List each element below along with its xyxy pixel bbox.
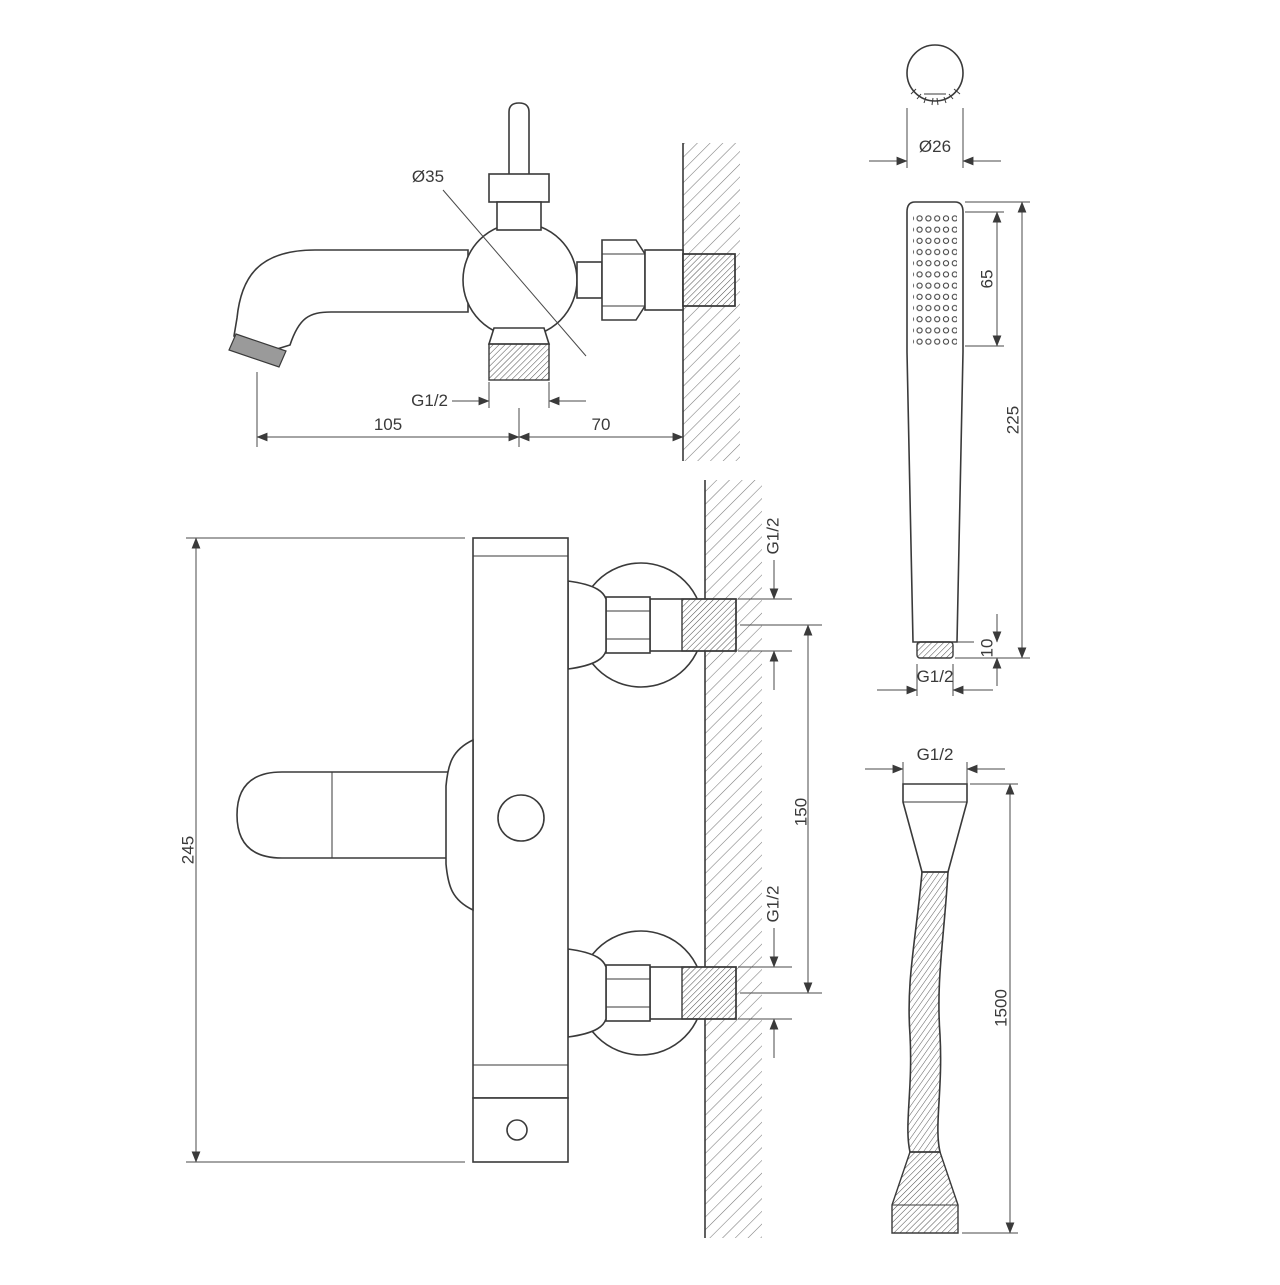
handshower-outlet — [916, 641, 954, 659]
hose-flex-tube — [907, 871, 949, 1153]
dim-inlet-spacing: 150 — [791, 798, 810, 826]
dim-head-diameter-group: Ø26 — [869, 108, 1001, 168]
dim-total-length-group: 225 — [955, 201, 1030, 659]
dim-handshower-thread: G1/2 — [917, 667, 954, 686]
dim-hose-thread: G1/2 — [917, 745, 954, 764]
hose-top-fitting — [902, 783, 968, 873]
dim-spacing-group: 150 — [740, 624, 822, 994]
dim-mixer-height: 245 — [178, 836, 197, 864]
dim-outlet-thread-group: G1/2 — [411, 382, 586, 410]
dim-hose-length-group: 1500 — [962, 783, 1018, 1234]
dim-spout-length: 105 — [374, 415, 402, 434]
dim-spray-face-length: 65 — [977, 270, 996, 289]
mixer-front-view: 245 G1/2 150 G1/2 — [178, 480, 822, 1238]
lever-handle-side — [488, 102, 550, 231]
drain-screw — [506, 1119, 528, 1141]
dim-spray-length-group: 65 — [965, 211, 1004, 347]
dim-bottom-inlet-thread: G1/2 — [763, 886, 782, 923]
spout-side-view: Ø35 G1/2 105 70 — [228, 102, 740, 461]
dim-spout-diameter-group: Ø35 — [412, 167, 587, 357]
wall-section-front — [704, 480, 762, 1238]
dim-outlet-height: 10 — [977, 639, 996, 658]
wall-union-side — [576, 239, 736, 321]
dim-height-group: 245 — [178, 537, 465, 1163]
bottom-inlet-connection — [567, 930, 737, 1056]
dim-wall-distance: 70 — [592, 415, 611, 434]
diverter-knob — [497, 794, 545, 842]
dim-top-inlet-thread: G1/2 — [763, 518, 782, 555]
dim-hose-thread-group: G1/2 — [865, 745, 1005, 784]
dim-outlet-height-group: 10 — [957, 614, 1002, 686]
aerator-tip — [228, 333, 287, 368]
dim-handshower-diameter: Ø26 — [919, 137, 951, 156]
hose-outlet-side — [487, 327, 551, 381]
dim-hose-length: 1500 — [991, 989, 1010, 1027]
knurling-ticks — [910, 88, 961, 106]
handshower-top-view: Ø26 — [869, 44, 1001, 168]
dim-handshower-thread-group: G1/2 — [877, 664, 993, 696]
lever-handle-front — [236, 738, 474, 912]
handshower-front-view: 65 225 10 G1/2 — [877, 201, 1030, 696]
hose-bottom-fitting — [891, 1151, 959, 1234]
handshower-top-circle — [906, 44, 964, 102]
hose-view: G1/2 1500 — [865, 745, 1018, 1234]
dim-outlet-thread: G1/2 — [411, 391, 448, 410]
dim-handshower-length: 225 — [1003, 406, 1022, 434]
top-inlet-connection — [567, 562, 737, 688]
dim-spout-diameter: Ø35 — [412, 167, 444, 186]
spray-face-dots — [913, 212, 957, 346]
dim-top-thread-group: G1/2 — [738, 518, 792, 690]
dim-horizontal-group: 105 70 — [256, 372, 684, 447]
mixer-body-front — [472, 537, 569, 1163]
dim-bottom-thread-group: G1/2 — [738, 886, 792, 1058]
bath-spout — [228, 249, 469, 368]
